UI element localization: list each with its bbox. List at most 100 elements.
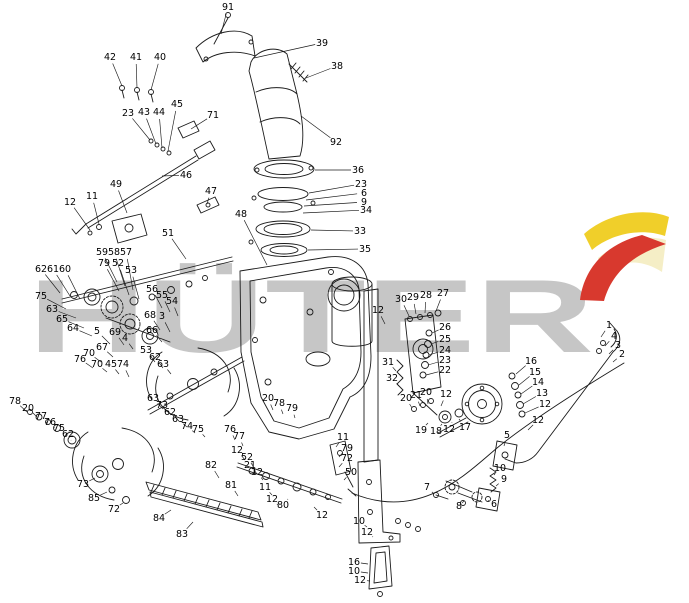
part-number: 51 — [162, 228, 174, 239]
leader-line — [47, 298, 67, 310]
part-number: 5 — [504, 430, 510, 441]
part-number: 60 — [59, 264, 71, 275]
part-number: 21 — [410, 390, 422, 401]
frame-bracket — [357, 288, 421, 597]
leader-line — [524, 406, 539, 414]
part-number: 65 — [56, 314, 68, 325]
part-number: 81 — [225, 480, 237, 491]
leader-line — [435, 299, 441, 312]
part-number: 44 — [153, 107, 165, 118]
leader-line — [260, 477, 264, 481]
part-number: 52 — [112, 258, 124, 269]
leader-line — [166, 409, 172, 416]
part-number: 9 — [361, 197, 367, 208]
part-number: 77 — [35, 411, 47, 422]
leader-line — [19, 405, 28, 413]
part-number: 14 — [532, 377, 544, 388]
lower-shaft — [236, 440, 354, 504]
leader-line — [153, 320, 161, 331]
part-number: 58 — [108, 247, 120, 258]
part-number: 28 — [420, 290, 432, 301]
part-number: 70 — [91, 359, 103, 370]
part-number: 12 — [354, 575, 366, 586]
part-number: 3 — [615, 340, 621, 351]
leader-line — [167, 369, 172, 375]
leader-line — [149, 355, 156, 363]
leader-line — [115, 258, 126, 287]
part-number: 78 — [273, 398, 285, 409]
leader-line — [313, 506, 318, 511]
part-number: 15 — [529, 367, 541, 378]
leader-line — [276, 503, 279, 506]
leader-line — [307, 248, 359, 251]
leader-line — [174, 307, 179, 317]
leader-line — [360, 571, 369, 574]
part-number: 75 — [192, 424, 204, 435]
leader-line — [495, 483, 499, 487]
leader-line — [164, 301, 171, 313]
leader-line — [424, 301, 426, 314]
idler-assembly — [396, 309, 464, 424]
leader-line — [461, 500, 465, 504]
chute-deflector — [195, 12, 256, 63]
part-number: 12 — [231, 445, 243, 456]
leader-line — [403, 305, 410, 317]
leader-line — [431, 329, 439, 334]
part-number: 63 — [147, 393, 159, 404]
leader-line — [600, 330, 606, 338]
part-number: 43 — [138, 107, 150, 118]
part-number: 74 — [181, 421, 193, 432]
leader-line — [171, 238, 187, 260]
part-number: 36 — [352, 165, 364, 176]
part-number: 52 — [241, 452, 253, 463]
part-number: 74 — [117, 359, 129, 370]
part-number: 77 — [233, 431, 245, 442]
leader-line — [73, 207, 91, 231]
part-number: 23 — [355, 179, 367, 190]
leader-line — [45, 421, 48, 424]
leader-line — [281, 409, 284, 415]
leader-line — [608, 349, 614, 355]
part-number: 2 — [619, 349, 625, 360]
part-number: 42 — [104, 52, 116, 63]
leader-line — [150, 63, 159, 91]
leader-line — [308, 184, 355, 194]
leader-line — [612, 358, 618, 363]
part-number: 62 — [149, 352, 161, 363]
leader-line — [190, 118, 208, 130]
leader-line — [128, 343, 134, 350]
scraper-bar — [145, 481, 264, 528]
part-number: 12 — [440, 389, 452, 400]
leader-line — [155, 295, 163, 309]
part-number: 29 — [407, 292, 419, 303]
part-number: 53 — [140, 345, 152, 356]
part-number: 39 — [316, 38, 328, 49]
leader-line — [458, 418, 462, 422]
part-number: 22 — [439, 365, 451, 376]
part-number: 11 — [259, 482, 271, 493]
part-number: 11 — [337, 432, 349, 443]
leader-line — [493, 473, 496, 476]
part-number: 18 — [430, 426, 442, 437]
leader-line — [396, 383, 400, 387]
part-number: 69 — [109, 327, 121, 338]
leader-line — [67, 275, 81, 300]
part-number: 1 — [606, 320, 612, 331]
part-number: 21 — [244, 460, 256, 471]
part-number: 63 — [157, 359, 169, 370]
part-number: 6 — [491, 499, 497, 510]
auger-center — [146, 347, 245, 421]
leader-line — [156, 335, 163, 343]
leader-line — [425, 371, 439, 376]
part-number: 84 — [153, 513, 165, 524]
part-number: 12 — [316, 510, 328, 521]
part-number: 85 — [88, 493, 100, 504]
leader-line — [310, 229, 354, 232]
part-number: 55 — [156, 290, 168, 301]
leader-line — [428, 351, 439, 356]
leader-line — [118, 337, 125, 346]
leader-line — [305, 193, 358, 201]
leader-line — [93, 202, 100, 225]
leader-line — [115, 369, 120, 375]
